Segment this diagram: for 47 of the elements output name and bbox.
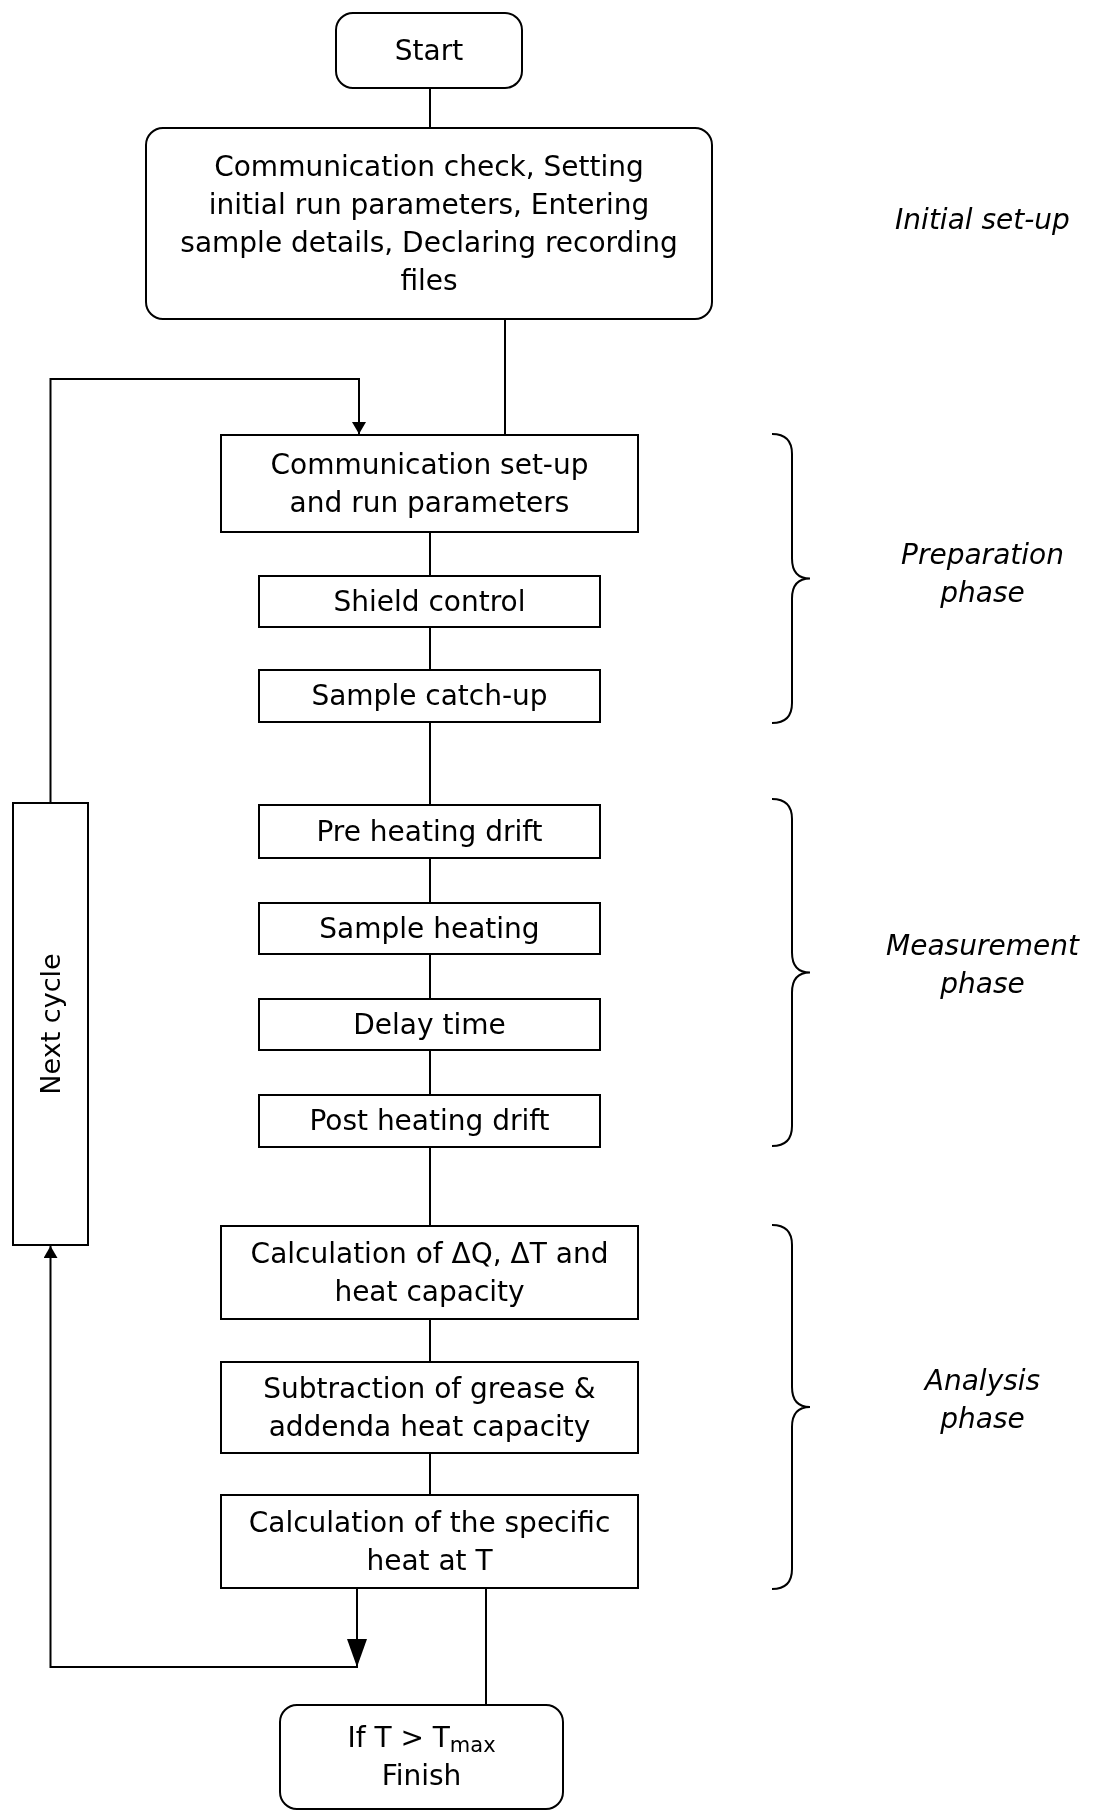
connector-line bbox=[429, 858, 431, 903]
phase-label: Analysis phase bbox=[922, 1363, 1042, 1437]
box-label: Subtraction of grease & addenda heat capacity bbox=[262, 1370, 597, 1445]
box-label: Communication set-up and run parameters bbox=[269, 446, 590, 521]
box-label: Communication check, Setting initial run parameters, Entering sample details, Declaring recording files bbox=[179, 148, 679, 299]
process-box bbox=[220, 1361, 639, 1454]
phase-label: Preparation phase bbox=[900, 537, 1065, 611]
box-label: Post heating drift bbox=[309, 1103, 550, 1139]
process-box bbox=[220, 434, 639, 533]
box-label: Pre heating drift bbox=[316, 813, 543, 850]
connector-line bbox=[429, 532, 431, 576]
phase-label: Measurement phase bbox=[885, 928, 1081, 1002]
connector-line bbox=[429, 1319, 431, 1362]
connector-line bbox=[485, 1588, 487, 1705]
arrow bbox=[43, 1245, 367, 1668]
process-box bbox=[258, 575, 601, 628]
box-label: If T > T$_{max}$ bbox=[347, 1720, 496, 1757]
process-box bbox=[258, 1094, 601, 1148]
process-box bbox=[258, 998, 601, 1051]
terminal-box bbox=[279, 1704, 564, 1810]
box-label: Next cycle bbox=[33, 953, 67, 1095]
connector-line bbox=[429, 722, 431, 805]
box-label: Sample catch-up bbox=[311, 678, 548, 714]
process-box bbox=[220, 1225, 639, 1320]
connector-line bbox=[429, 627, 431, 670]
process-box bbox=[258, 669, 601, 723]
connector-line bbox=[429, 954, 431, 999]
process-box bbox=[220, 1494, 639, 1589]
arrow bbox=[49, 378, 366, 803]
box-label: Calculation of the specific heat at T bbox=[247, 1504, 612, 1579]
process-box bbox=[12, 802, 89, 1246]
terminal-box bbox=[335, 12, 523, 89]
connector-line bbox=[429, 88, 431, 128]
phase-label: Initial set-up bbox=[895, 202, 1070, 238]
connector-line bbox=[429, 1453, 431, 1495]
box-label: Start bbox=[394, 32, 464, 69]
terminal-box bbox=[145, 127, 713, 320]
process-box bbox=[258, 804, 601, 859]
process-box bbox=[258, 902, 601, 955]
box-label: Sample heating bbox=[319, 910, 540, 947]
box-label: Delay time bbox=[353, 1006, 506, 1043]
connector-line bbox=[429, 1147, 431, 1226]
box-label: Calculation of ΔQ, ΔT and heat capacity bbox=[249, 1235, 610, 1310]
connector-line bbox=[504, 319, 506, 435]
box-label: Shield control bbox=[333, 583, 526, 620]
connector-line bbox=[429, 1050, 431, 1095]
box-label: Finish bbox=[381, 1758, 462, 1794]
